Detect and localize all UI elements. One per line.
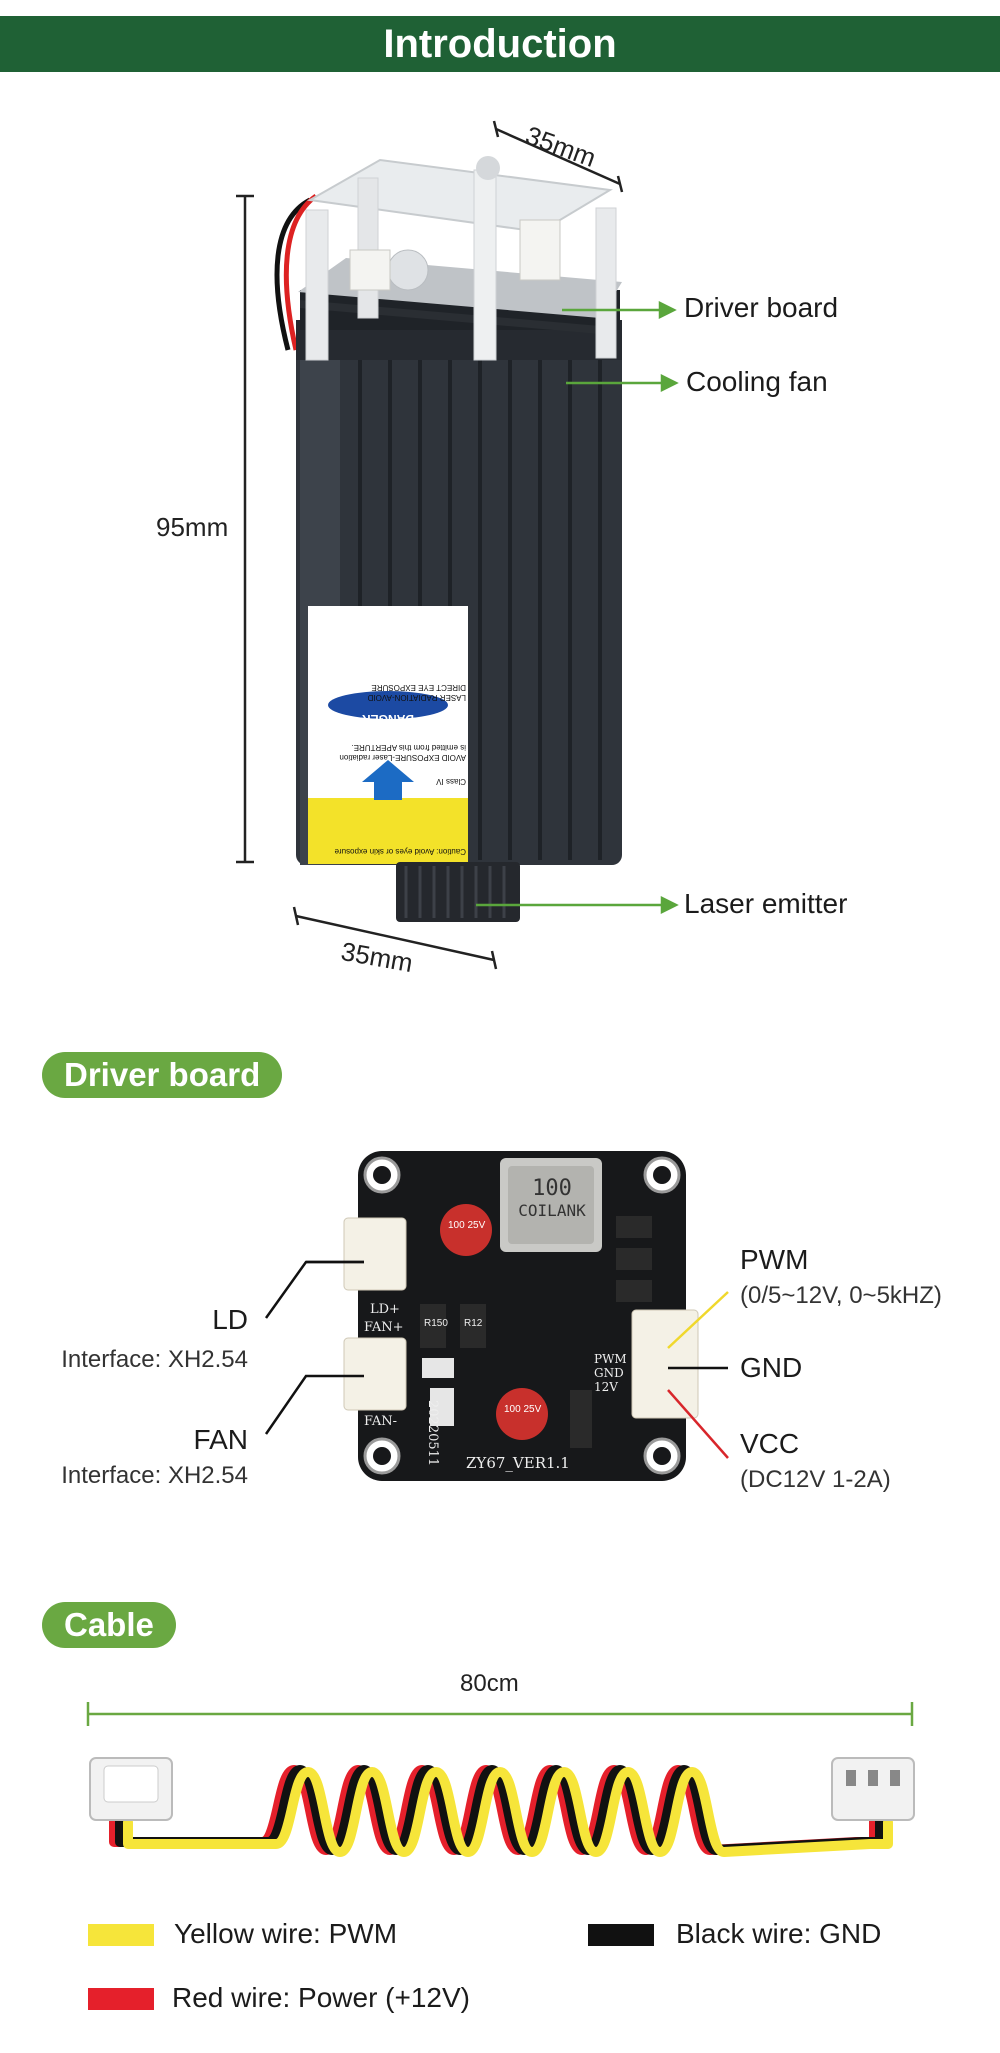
gnd-label: GND	[740, 1352, 803, 1383]
top-dimension-line	[495, 127, 621, 186]
callout-driver-board: Driver board	[684, 292, 839, 323]
section-pill-cable: Cable	[42, 1602, 176, 1648]
board-pwm-gnd-12v: PWM GND 12V	[594, 1352, 627, 1394]
callout-laser-emitter: Laser emitter	[684, 888, 848, 919]
ld-label: LD	[212, 1304, 248, 1335]
warning-label-text: Caution: Avoid eyes or skin exposure Cla…	[310, 612, 466, 862]
label-caution: Caution: Avoid eyes or skin exposure	[334, 847, 466, 856]
board-version-text: ZY67_VER1.1	[466, 1454, 570, 1472]
label-danger: DANGER	[362, 712, 415, 726]
capacitor-top	[440, 1204, 492, 1256]
cable-right-connector	[831, 1757, 915, 1821]
laser-emitter-lens	[396, 862, 520, 922]
label-line1: LASER RADIATION-AVOID	[367, 693, 466, 702]
dim-height: 95mm	[156, 512, 228, 543]
board-12v-text: 12V	[594, 1380, 618, 1394]
board-fanminus-text: FAN-	[364, 1414, 398, 1429]
board-cap1-text: 100 25V	[448, 1220, 486, 1231]
yellow-swatch	[88, 1924, 154, 1946]
bottom-dimension-line	[295, 914, 495, 962]
label-line2: DIRECT EYE EXPOSURE	[371, 683, 466, 692]
section-header-introduction: Introduction	[0, 16, 1000, 72]
fan-connector	[343, 1337, 407, 1411]
pwm-spec: (0/5~12V, 0~5kHZ)	[740, 1282, 942, 1309]
section-pill-driver-board: Driver board	[42, 1052, 283, 1098]
ld-connector	[343, 1217, 407, 1291]
pwm-label: PWM	[740, 1244, 809, 1275]
driver-board-title: Driver board	[64, 1056, 261, 1093]
inductor-line-2: COILANK	[518, 1201, 586, 1220]
fan-interface: Interface: XH2.54	[61, 1462, 248, 1489]
board-pwm-text: PWM	[594, 1352, 627, 1366]
board-ldplus-text: LD+	[370, 1302, 400, 1317]
ld-interface: Interface: XH2.54	[61, 1346, 248, 1373]
label-class: Class IV	[436, 777, 466, 786]
dim-height-text: 95mm	[156, 512, 229, 542]
inductor-line-1: 100	[532, 1176, 572, 1201]
cable-title: Cable	[64, 1606, 154, 1643]
board-date-text: 20220511	[425, 1400, 440, 1467]
capacitor-bottom	[496, 1388, 548, 1440]
board-fanplus-text: FAN+	[364, 1320, 404, 1335]
label-line4: is emitted from this APERTURE.	[351, 743, 466, 752]
callout-cooling-fan: Cooling fan	[686, 366, 828, 397]
power-connector	[631, 1309, 699, 1419]
cable-length-label: 80cm	[460, 1670, 519, 1697]
fan-label: FAN	[193, 1424, 248, 1455]
board-r12-text: R12	[464, 1318, 483, 1329]
board-r150-text: R150	[424, 1318, 448, 1329]
header-title: Introduction	[383, 21, 617, 66]
legend-red: Red wire: Power (+12V)	[172, 1982, 471, 2013]
board-inductor-text: 100 COILANK	[512, 1176, 592, 1220]
legend-yellow: Yellow wire: PWM	[174, 1918, 398, 1949]
red-swatch	[88, 1988, 154, 2010]
label-line3: AVOID EXPOSURE-Laser radiation	[339, 753, 466, 762]
legend-black: Black wire: GND	[676, 1918, 882, 1949]
vcc-spec: (DC12V 1-2A)	[740, 1466, 891, 1493]
black-swatch	[588, 1924, 654, 1946]
vcc-label: VCC	[740, 1428, 800, 1459]
board-cap2-text: 100 25V	[504, 1404, 542, 1415]
board-gnd-text: GND	[594, 1366, 624, 1380]
